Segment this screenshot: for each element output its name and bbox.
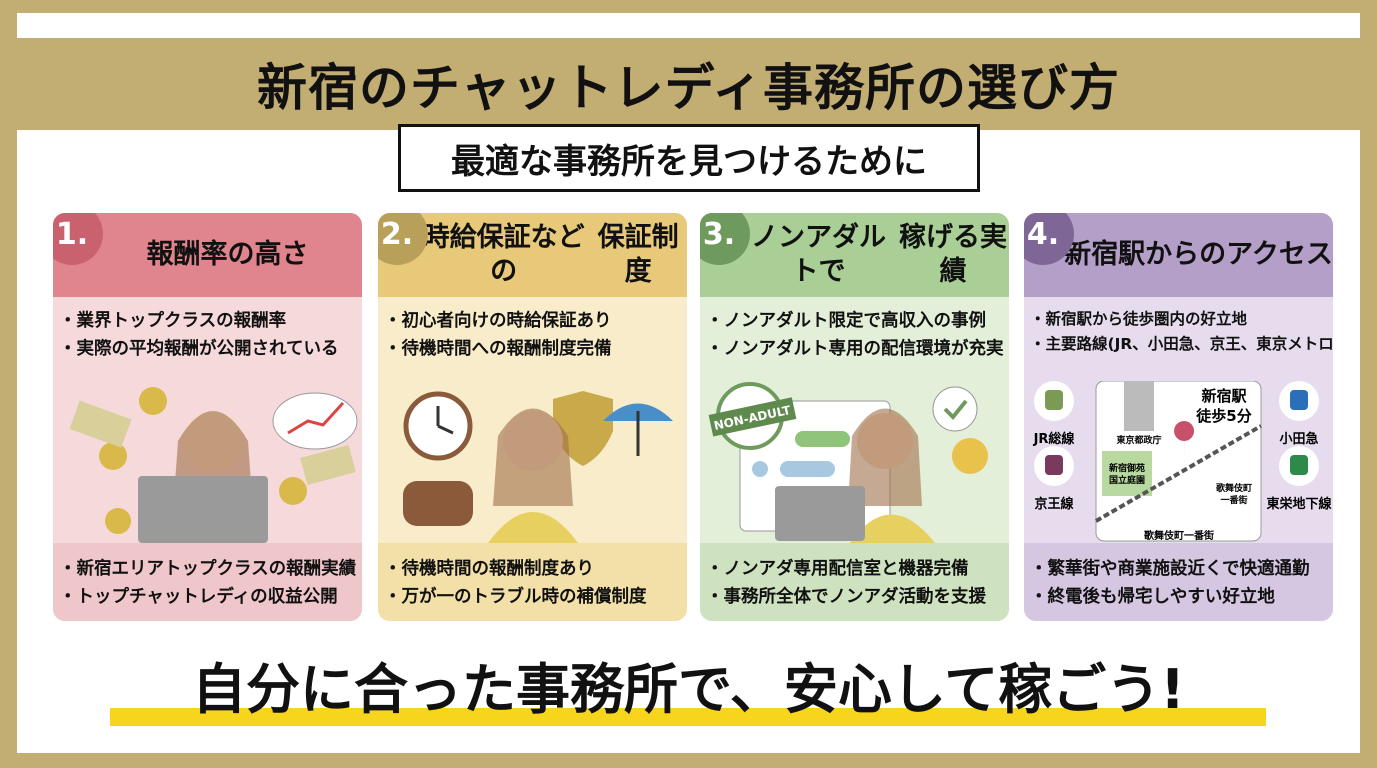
title-band: 新宿のチャットレディ事務所の選び方 (17, 38, 1360, 130)
card-title-line: 保証制度 (597, 222, 679, 287)
tagline: 自分に合った事務所で、安心して稼ごう! (192, 658, 1185, 721)
card-points: 初心者向けの時給保証あり待機時間への報酬制度完備 (378, 297, 687, 363)
bullet-item: 終電後も帰宅しやすい好立地 (1042, 583, 1321, 611)
card-title: 新宿駅からのアクセス (1024, 213, 1333, 297)
card-illustration: NON-ADULT (700, 381, 1009, 543)
tagline-highlight (110, 708, 1266, 726)
bullet-item: トップチャットレディの収益公開 (71, 583, 350, 611)
card-title-line: 時給保証などの (422, 222, 585, 287)
card-title-line: 新宿駅 (1064, 239, 1146, 271)
government-building-icon (1124, 361, 1154, 431)
money-illustration (69, 387, 358, 543)
bullet-item: 新宿エリアトップクラスの報酬実績 (71, 555, 357, 583)
bullet-item: ノンアダルト専用の配信環境が充実 (718, 335, 1004, 363)
monitor-icon (138, 476, 268, 543)
svg-text:歌舞伎町一番街: 歌舞伎町一番街 (1144, 529, 1214, 542)
train-icon (1045, 455, 1063, 475)
bullet-item: 待機時間への報酬制度完備 (396, 335, 675, 363)
card-footer: ノンアダ専用配信室と機器完備事務所全体でノンアダ活動を支援 (700, 543, 1009, 621)
bullet-item: ノンアダルト限定で高収入の事例 (718, 307, 997, 335)
laptop-icon (775, 486, 865, 541)
card-points: ノンアダルト限定で高収入の事例ノンアダルト専用の配信環境が充実 (700, 297, 1009, 363)
train-icon (1290, 390, 1308, 410)
card-title-line: 稼げる実績 (898, 222, 1007, 287)
svg-text:歌舞伎町: 歌舞伎町 (1216, 482, 1252, 494)
card-points: 業界トップクラスの報酬率実際の平均報酬が公開されている (53, 297, 362, 363)
bullet-item: 待機時間の報酬制度あり (396, 555, 675, 583)
bullet-item: 事務所全体でノンアダ活動を支援 (718, 583, 997, 611)
card-title: ノンアダルトで稼げる実績 (700, 213, 1009, 297)
svg-text:徒歩5分: 徒歩5分 (1195, 407, 1251, 425)
bullet-item: 主要路線(JR、小田急、京王、東京メトロなど)利用可 (1042, 332, 1333, 357)
svg-text:新宿御苑: 新宿御苑 (1109, 462, 1145, 474)
card-points: 新宿駅から徒歩圏内の好立地主要路線(JR、小田急、京王、東京メトロなど)利用可 (1024, 297, 1333, 357)
bullet-item: 万が一のトラブル時の補償制度 (396, 583, 675, 611)
non-adult-illustration: NON-ADULT (708, 382, 988, 543)
svg-text:京王線: 京王線 (1034, 496, 1074, 512)
park-area (1102, 451, 1152, 496)
subtitle-box: 最適な事務所を見つけるために (398, 124, 980, 192)
growth-chart-bubble (272, 392, 358, 450)
card-title-line: 報酬率の高さ (146, 239, 309, 271)
wallet-icon (403, 481, 473, 526)
train-line-2: 小田急 (1279, 381, 1319, 447)
page-title: 新宿のチャットレディ事務所の選び方 (257, 59, 1120, 117)
train-line-1: JR総線 (1033, 381, 1076, 447)
svg-text:一番街: 一番街 (1220, 494, 1247, 506)
yen-coin-icons (99, 387, 307, 534)
svg-text:小田急: 小田急 (1279, 431, 1318, 447)
bullet-item: 実際の平均報酬が公開されている (71, 335, 350, 363)
card-title-line: ノンアダルトで (750, 222, 886, 287)
card-footer: 繁華街や商業施設近くで快適通勤終電後も帰宅しやすい好立地 (1024, 543, 1333, 621)
card-title: 報酬率の高さ (53, 213, 362, 297)
train-line-4: 東栄地下線 (1266, 446, 1332, 512)
card-illustration (53, 381, 362, 543)
card-1: 1. 報酬率の高さ 業界トップクラスの報酬率実際の平均報酬が公開されている 新宿… (53, 213, 362, 621)
train-icon (1045, 390, 1063, 410)
card-footer: 新宿エリアトップクラスの報酬実績トップチャットレディの収益公開 (53, 543, 362, 621)
train-icon (1290, 455, 1308, 475)
card-illustration (378, 381, 687, 543)
banknote-icon (69, 400, 132, 448)
location-pin-icon (1174, 421, 1195, 459)
bullet-item: 繁華街や商業施設近くで快適通勤 (1042, 555, 1321, 583)
guarantee-illustration (403, 391, 673, 543)
bullet-item: 初心者向けの時給保証あり (396, 307, 675, 335)
svg-text:新宿駅: 新宿駅 (1201, 387, 1247, 405)
bullet-item: 新宿駅から徒歩圏内の好立地 (1042, 307, 1321, 332)
svg-text:JR総線: JR総線 (1033, 431, 1076, 447)
svg-text:国立庭園: 国立庭園 (1109, 474, 1145, 486)
card-footer: 待機時間の報酬制度あり万が一のトラブル時の補償制度 (378, 543, 687, 621)
svg-text:東京都政庁: 東京都政庁 (1116, 434, 1161, 446)
bullet-item: ノンアダ専用配信室と機器完備 (718, 555, 997, 583)
check-bubble-icon (932, 386, 978, 432)
card-illustration: JR総線 小田急京王線 東栄地下線 新宿駅徒歩5分 東京都政庁 新宿御苑国立庭園 歌… (1024, 361, 1333, 543)
train-line-3: 京王線 (1034, 446, 1074, 512)
rail-line (1095, 424, 1262, 523)
bullet-item: 業界トップクラスの報酬率 (71, 307, 350, 335)
card-title: 時給保証などの保証制度 (378, 213, 687, 297)
card-title-line: からのアクセス (1145, 239, 1333, 271)
svg-text:東栄地下線: 東栄地下線 (1266, 496, 1332, 512)
smiley-icon (952, 438, 988, 474)
